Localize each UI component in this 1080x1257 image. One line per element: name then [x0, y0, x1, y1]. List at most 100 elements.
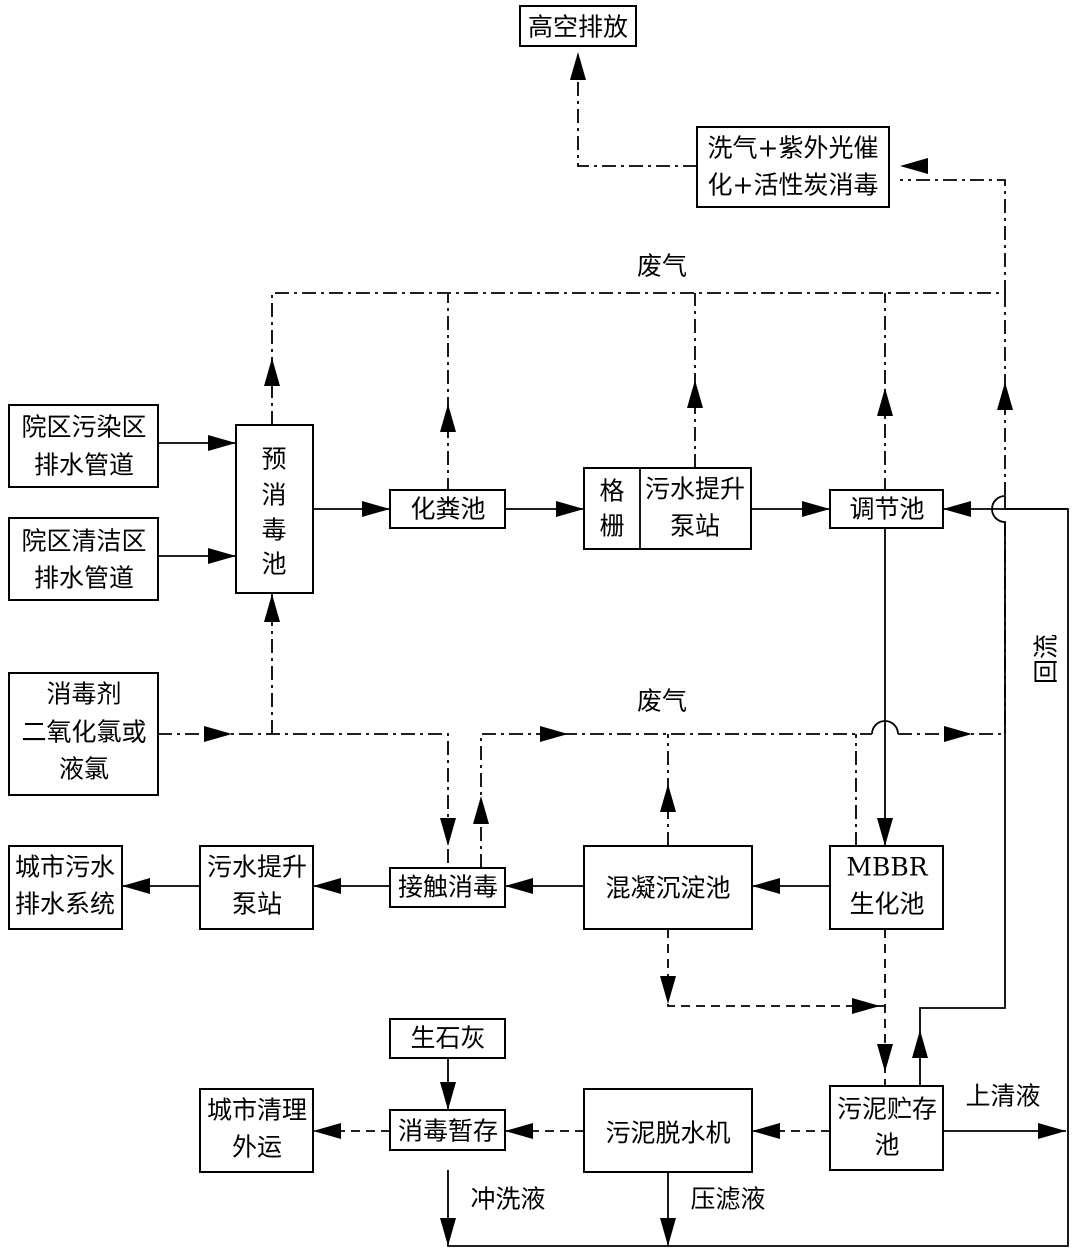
mbbr-label-2: 生化池	[849, 890, 924, 919]
node-septic-tank: 化粪池	[389, 489, 506, 529]
disinfect-storage-label: 消毒暂存	[398, 1117, 498, 1146]
arrow-right-disinfectant	[204, 726, 232, 742]
arrow-down-coag-sludge	[660, 976, 676, 1004]
lift-pump-2-label-2: 泵站	[232, 890, 282, 919]
arrow-down-mbbr	[877, 818, 893, 846]
arrow-right-regulating	[802, 501, 830, 517]
arrow-up-contact-gas	[473, 796, 489, 824]
flush-liquid-label: 冲洗液	[470, 1185, 545, 1214]
disinfectant-label-2: 二氧化氯或	[21, 718, 146, 747]
node-grille-pump: 格 栅 污水提升 泵站	[583, 467, 752, 550]
disinfectant-label-1: 消毒剂	[46, 680, 121, 709]
node-sludge-dewatering: 污泥脱水机	[583, 1088, 753, 1173]
arrow-up-reflux	[912, 1030, 928, 1058]
node-city-cleaning: 城市清理 外运	[199, 1088, 314, 1173]
grille-label-2: 栅	[599, 512, 624, 541]
arrow-up-coag-gas	[660, 784, 676, 812]
city-sewer-label-2: 排水系统	[15, 890, 115, 919]
contact-disinfection-label: 接触消毒	[398, 873, 498, 902]
arrow-left-reflux	[943, 501, 971, 517]
node-gas-treatment: 洗气+紫外光催 化+活性炭消毒	[696, 126, 890, 208]
coag-sludge-line	[667, 929, 885, 1007]
treated-gas-line	[577, 60, 697, 167]
reflux-return-line	[447, 495, 1069, 1247]
arrow-down-disinfectant	[440, 818, 456, 846]
arrow-up-disinfectant	[264, 594, 280, 622]
node-high-altitude-emission: 高空排放	[519, 5, 637, 47]
sludge-storage-label-1: 污泥贮存	[837, 1095, 937, 1124]
node-disinfectant: 消毒剂 二氧化氯或 液氯	[8, 672, 159, 796]
arrow-up-septic-gas	[440, 404, 456, 432]
arrow-up-pump-gas	[687, 380, 703, 408]
node-regulating-tank: 调节池	[829, 489, 944, 529]
mbbr-label-1: MBBR	[846, 853, 928, 882]
node-coagulation-tank: 混凝沉淀池	[583, 845, 753, 930]
arrow-right-septic	[362, 501, 390, 517]
gas-treatment-label-2: 化+活性炭消毒	[708, 171, 879, 200]
city-sewer-label-1: 城市污水	[15, 853, 115, 882]
arrow-up-pre-gas	[264, 358, 280, 386]
arrow-left-contact	[505, 878, 533, 894]
sludge-storage-label-2: 池	[874, 1131, 899, 1160]
node-polluted-zone-drain: 院区污染区 排水管道	[8, 404, 159, 488]
node-pre-disinfection-tank: 预 消 毒 池	[235, 424, 314, 594]
sludge-dewatering-label: 污泥脱水机	[605, 1119, 730, 1148]
arrow-right-clean	[208, 548, 236, 564]
arrow-right-polluted	[208, 435, 236, 451]
polluted-drain-label-2: 排水管道	[34, 451, 134, 480]
lift-pump-2-label-1: 污水提升	[207, 853, 307, 882]
pre-tank-label-2: 消	[261, 481, 286, 510]
node-city-sewer: 城市污水 排水系统	[8, 845, 123, 930]
node-mbbr-tank: MBBR 生化池	[829, 845, 944, 930]
arrow-left-pump	[313, 878, 341, 894]
arrow-down-flush	[440, 1218, 456, 1246]
arrow-down-lime	[440, 1082, 456, 1110]
arrow-right-mid-gas-2	[944, 726, 972, 742]
arrow-right-grille	[556, 501, 584, 517]
city-cleaning-label-1: 城市清理	[207, 1096, 307, 1125]
arrow-up-emission	[570, 52, 586, 80]
node-disinfect-storage: 消毒暂存	[389, 1109, 506, 1151]
node-sludge-storage: 污泥贮存 池	[829, 1085, 944, 1171]
arrow-left-dewater	[752, 1123, 780, 1139]
pre-tank-label-3: 毒	[261, 516, 286, 545]
arrow-left-city-cleaning	[313, 1123, 341, 1139]
arrow-down-filtrate	[660, 1218, 676, 1246]
septic-tank-label: 化粪池	[410, 495, 485, 524]
filtrate-label: 压滤液	[690, 1185, 765, 1214]
pre-tank-label-4: 池	[261, 550, 286, 579]
quicklime-label: 生石灰	[410, 1024, 485, 1053]
arrow-right-coag-sludge	[852, 998, 880, 1014]
arrowheads	[122, 52, 1066, 1246]
supernatant-label: 上清液	[965, 1082, 1040, 1111]
lift-pump-1-label-1: 污水提升	[645, 475, 745, 504]
connection-lines	[122, 60, 1069, 1247]
node-clean-zone-drain: 院区清洁区 排水管道	[8, 517, 159, 601]
regulating-tank-label: 调节池	[849, 495, 924, 524]
arrow-up-mid-gas	[997, 382, 1013, 410]
arrow-left-disinfect	[505, 1123, 533, 1139]
node-quicklime: 生石灰	[389, 1018, 506, 1059]
disinfectant-label-3: 液氯	[59, 755, 109, 784]
polluted-drain-label-1: 院区污染区	[21, 413, 146, 442]
high-altitude-emission-label: 高空排放	[528, 13, 628, 42]
arrow-left-gas-treatment	[900, 158, 928, 174]
coagulation-label: 混凝沉淀池	[605, 874, 730, 903]
reflux-label: 回流	[1032, 634, 1061, 684]
arrow-right-supernatant	[1038, 1123, 1066, 1139]
arrow-left-city	[122, 878, 150, 894]
clean-drain-label-1: 院区清洁区	[21, 527, 146, 556]
waste-gas-mid-label: 废气	[637, 687, 687, 716]
grille-label-1: 格	[599, 477, 624, 506]
city-cleaning-label-2: 外运	[232, 1133, 282, 1162]
clean-drain-label-2: 排水管道	[34, 564, 134, 593]
waste-gas-top-label: 废气	[637, 252, 687, 281]
arrow-left-coag	[752, 878, 780, 894]
line-crossover-mid	[871, 720, 899, 735]
arrow-down-mbbr-sludge	[877, 1044, 893, 1072]
waste-gas-header-line	[271, 179, 1006, 425]
arrow-right-mid-gas-1	[540, 726, 568, 742]
arrow-up-regulating-gas	[877, 388, 893, 416]
gas-treatment-label-1: 洗气+紫外光催	[708, 134, 879, 163]
